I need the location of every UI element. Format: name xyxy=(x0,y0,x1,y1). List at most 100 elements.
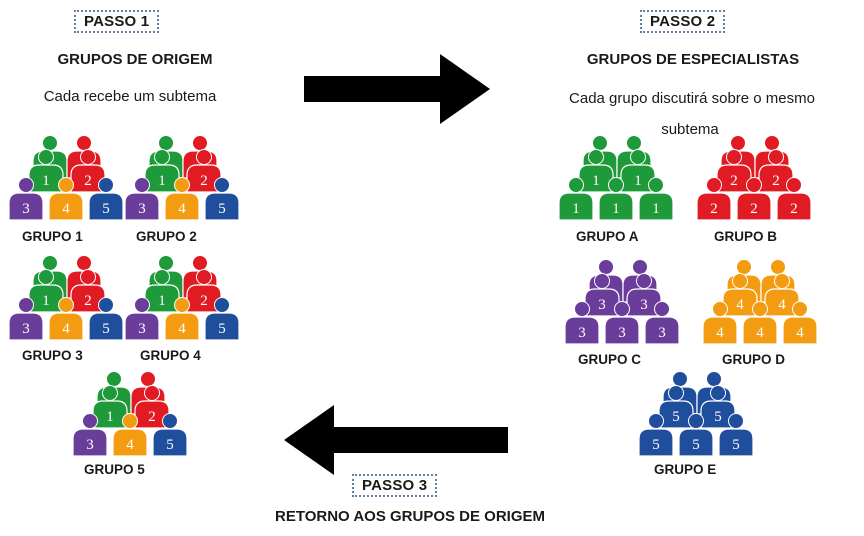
member-icon: 1 xyxy=(144,149,180,193)
member-number: 4 xyxy=(126,437,134,453)
member-number: 5 xyxy=(692,437,700,453)
member-icon: 3 xyxy=(564,301,600,345)
member-number: 5 xyxy=(732,437,740,453)
member-icon: 2 xyxy=(758,149,794,193)
group-2-label: GRUPO 2 xyxy=(136,229,197,244)
member-icon: 3 xyxy=(124,297,160,341)
member-icon: 2 xyxy=(736,177,772,221)
member-icon: 2 xyxy=(70,269,106,313)
member-icon: 1 xyxy=(28,269,64,313)
member-number: 2 xyxy=(790,201,798,217)
member-icon: 4 xyxy=(742,301,778,345)
arrow-right-icon xyxy=(304,54,490,124)
member-number: 2 xyxy=(730,173,738,189)
member-number: 4 xyxy=(62,321,70,337)
member-number: 3 xyxy=(138,201,146,217)
step3-title: RETORNO AOS GRUPOS DE ORIGEM xyxy=(274,508,546,525)
member-icon: 3 xyxy=(8,177,44,221)
member-icon: 2 xyxy=(134,385,170,429)
member-number: 4 xyxy=(796,325,804,341)
member-icon: 1 xyxy=(598,177,634,221)
member-icon: 5 xyxy=(152,413,188,457)
member-icon: 4 xyxy=(48,297,84,341)
member-icon: 4 xyxy=(702,301,738,345)
member-icon: 4 xyxy=(112,413,148,457)
member-icon: 2 xyxy=(70,149,106,193)
member-icon: 2 xyxy=(716,149,752,193)
member-number: 2 xyxy=(750,201,758,217)
member-number: 5 xyxy=(218,201,226,217)
member-icon: 5 xyxy=(204,177,240,221)
member-icon: 1 xyxy=(28,149,64,193)
step1-description: Cada recebe um subtema xyxy=(43,88,217,105)
member-number: 2 xyxy=(84,293,92,309)
group-1-label: GRUPO 1 xyxy=(22,229,83,244)
member-icon: 3 xyxy=(8,297,44,341)
member-icon: 4 xyxy=(722,273,758,317)
member-icon: 5 xyxy=(204,297,240,341)
group-4-people: 1 2 3 4 5 xyxy=(124,255,240,341)
member-icon: 5 xyxy=(88,177,124,221)
member-number: 1 xyxy=(612,201,620,217)
member-number: 5 xyxy=(714,409,722,425)
member-icon: 5 xyxy=(718,413,754,457)
member-icon: 1 xyxy=(638,177,674,221)
group-3-label: GRUPO 3 xyxy=(22,348,83,363)
member-number: 3 xyxy=(22,201,30,217)
member-number: 3 xyxy=(138,321,146,337)
member-number: 2 xyxy=(710,201,718,217)
member-number: 1 xyxy=(592,173,600,189)
step2-title: GRUPOS DE ESPECIALISTAS xyxy=(586,51,800,68)
member-number: 4 xyxy=(778,297,786,313)
member-number: 2 xyxy=(84,173,92,189)
member-number: 4 xyxy=(178,201,186,217)
member-icon: 3 xyxy=(124,177,160,221)
step2-label: PASSO 2 xyxy=(640,10,726,33)
member-number: 5 xyxy=(102,201,110,217)
member-number: 1 xyxy=(158,293,166,309)
member-icon: 1 xyxy=(92,385,128,429)
member-icon: 1 xyxy=(578,149,614,193)
member-number: 3 xyxy=(598,297,606,313)
member-number: 2 xyxy=(148,409,156,425)
member-number: 3 xyxy=(578,325,586,341)
group-5-people: 1 2 3 4 5 xyxy=(72,371,188,457)
member-number: 4 xyxy=(178,321,186,337)
member-icon: 4 xyxy=(48,177,84,221)
member-icon: 3 xyxy=(626,273,662,317)
member-number: 3 xyxy=(22,321,30,337)
member-icon: 3 xyxy=(644,301,680,345)
member-icon: 2 xyxy=(776,177,812,221)
member-number: 1 xyxy=(42,293,50,309)
group-a-label: GRUPO A xyxy=(576,229,639,244)
step1-label: PASSO 1 xyxy=(74,10,160,33)
member-icon: 5 xyxy=(638,413,674,457)
member-icon: 5 xyxy=(88,297,124,341)
member-number: 3 xyxy=(618,325,626,341)
member-icon: 2 xyxy=(186,269,222,313)
group-3-people: 1 2 3 4 5 xyxy=(8,255,124,341)
step1-title: GRUPOS DE ORIGEM xyxy=(57,51,213,68)
step2-description-line1: Cada grupo discutirá sobre o mesmo xyxy=(569,90,815,107)
member-number: 4 xyxy=(62,201,70,217)
member-number: 5 xyxy=(166,437,174,453)
group-5-label: GRUPO 5 xyxy=(84,462,145,477)
member-icon: 4 xyxy=(782,301,818,345)
member-icon: 3 xyxy=(604,301,640,345)
group-1-people: 1 2 3 4 5 xyxy=(8,135,124,221)
member-icon: 5 xyxy=(658,385,694,429)
member-number: 5 xyxy=(672,409,680,425)
member-icon: 1 xyxy=(558,177,594,221)
member-number: 1 xyxy=(106,409,114,425)
member-icon: 3 xyxy=(72,413,108,457)
member-number: 4 xyxy=(736,297,744,313)
member-number: 3 xyxy=(658,325,666,341)
member-number: 1 xyxy=(652,201,660,217)
member-number: 3 xyxy=(640,297,648,313)
member-number: 5 xyxy=(652,437,660,453)
